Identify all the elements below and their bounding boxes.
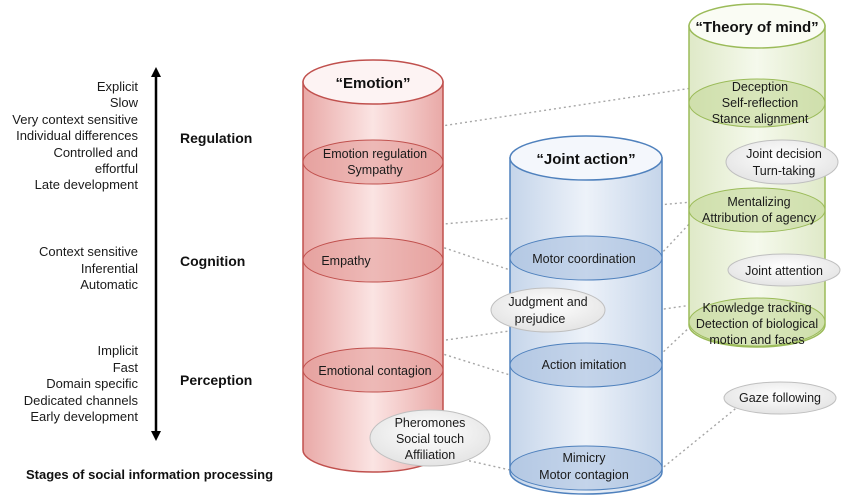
emotion-regulation-label: Emotion regulation [323,147,427,161]
axis-label: Explicit [97,79,139,94]
bubble-shape [723,381,837,415]
level-ellipse [509,235,663,281]
knowledge-tracking-label: Knowledge tracking [702,301,811,315]
cylinder-title-theory-of-mind: “Theory of mind” [695,19,818,36]
level-ellipse [302,237,444,283]
axis-label: Early development [30,409,138,424]
axis-label: Very context sensitive [12,112,138,127]
stage-label-cognition: Cognition [180,253,245,269]
cylinder-title-joint-action: “Joint action” [536,151,635,168]
sympathy-label: Sympathy [347,163,403,177]
level-ellipse [302,139,444,185]
cylinder-top [509,135,663,181]
level-ellipse [509,445,663,491]
pheromones-label: Pheromones [395,416,466,430]
connector-line [429,349,511,376]
joint-attention-label: Joint attention [745,264,823,278]
empathy-label: Empathy [321,254,371,268]
axis-label: Domain specific [46,376,138,391]
axis-label: Context sensitive [39,244,138,259]
level-ellipse [688,297,826,347]
axis-label: Individual differences [16,128,138,143]
motor-coordination-label: Motor coordination [532,252,636,266]
bubble-shape [490,287,606,333]
connector-line [445,304,693,341]
axis-label: Implicit [98,343,139,358]
turn-taking-label: Turn-taking [753,164,816,178]
stage-label-regulation: Regulation [180,130,252,146]
axis-labels-bottom: Implicit Fast Domain specific Dedicated … [24,343,139,424]
axis-labels-middle: Context sensitive Inferential Automatic [39,244,138,292]
bubble-joint-decision: Joint decision Turn-taking [725,139,839,185]
axis-label: Controlled and [53,145,138,160]
prejudice-label: prejudice [515,312,566,326]
action-imitation-label: Action imitation [542,358,627,372]
bubble-joint-attention: Joint attention [727,253,841,287]
bubble-judgment: Judgment and prejudice [490,287,606,333]
joint-decision-label: Joint decision [746,147,822,161]
axis-label: effortful [95,161,138,176]
connector-line [429,451,511,471]
level-ellipse [688,78,826,128]
level-ellipse [688,187,826,233]
axis-label: Slow [110,95,139,110]
axis-labels-top: Explicit Slow Very context sensitive Ind… [12,79,138,192]
axis-label: Fast [113,360,139,375]
level-ellipse [509,342,663,388]
cylinder-emotion: “Emotion” Emotion regulation Sympathy Em… [302,59,444,473]
attribution-of-agency-label: Attribution of agency [702,211,817,225]
level-ellipse [302,347,444,393]
motor-contagion-label: Motor contagion [539,468,629,482]
cylinder-title-emotion: “Emotion” [336,75,411,92]
stance-alignment-label: Stance alignment [712,112,809,126]
detection-biological-label: Detection of biological [696,317,818,331]
emotional-contagion-label: Emotional contagion [318,364,431,378]
axis-label: Inferential [81,261,138,276]
stage-label-perception: Perception [180,372,252,388]
judgment-label: Judgment and [508,295,587,309]
cylinder-top [302,59,444,105]
social-touch-label: Social touch [396,432,464,446]
bubble-pheromones: Pheromones Social touch Affiliation [369,409,491,467]
mentalizing-label: Mentalizing [727,195,790,209]
affiliation-label: Affiliation [405,448,456,462]
connector-line [375,87,693,137]
axis-label: Late development [35,177,139,192]
connector-line [429,242,511,271]
bubble-shape [369,409,491,467]
bubble-shape [725,139,839,185]
mimicry-label: Mimicry [562,451,606,465]
deception-label: Deception [732,80,788,94]
gaze-following-label: Gaze following [739,391,821,405]
diagram-footer: Stages of social information processing [26,467,273,482]
axis-label: Dedicated channels [24,393,139,408]
motion-and-faces-label: motion and faces [709,333,804,347]
self-reflection-label: Self-reflection [722,96,798,110]
bubble-shape [727,253,841,287]
bubble-gaze-following: Gaze following [723,381,837,415]
cylinder-top [688,3,826,49]
connector-line [659,404,741,471]
axis-label: Automatic [80,277,138,292]
